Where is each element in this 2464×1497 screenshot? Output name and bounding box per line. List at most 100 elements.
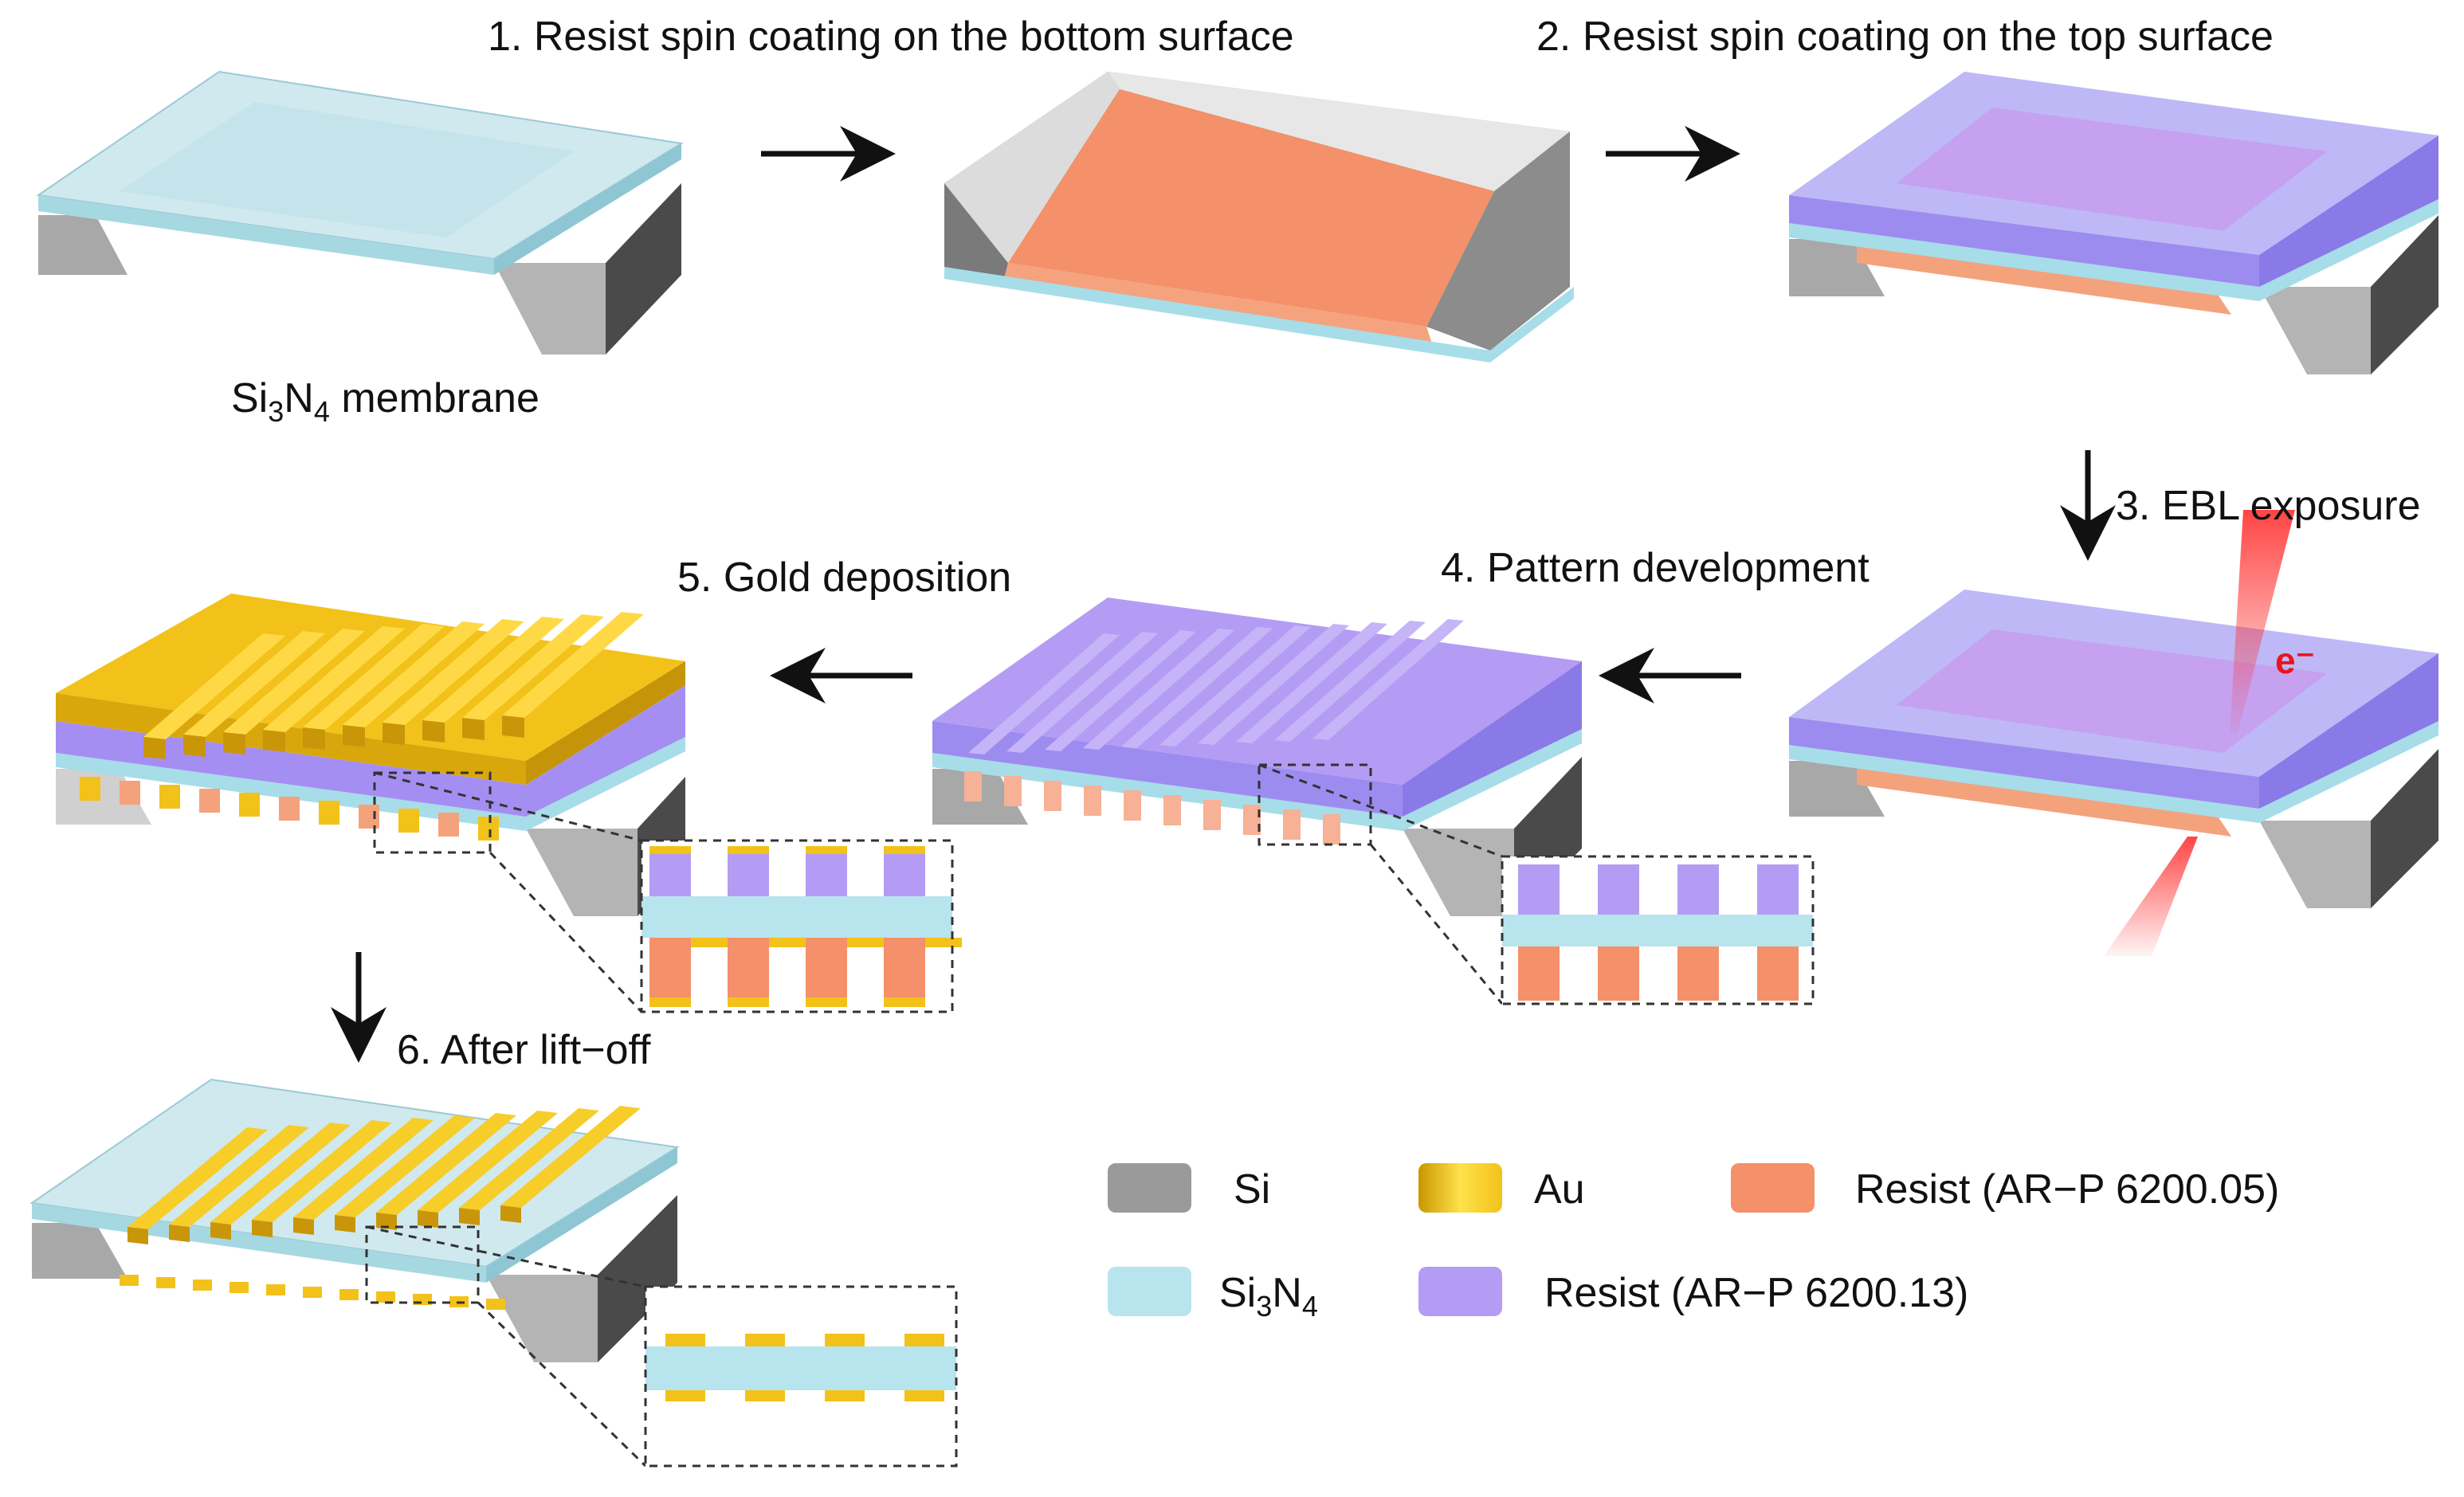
legend-swatch-resist05 <box>1731 1163 1815 1213</box>
gold-bottom-bar <box>199 789 220 813</box>
legend-label-si: Si <box>1234 1166 1270 1213</box>
step3-label: 3. EBL exposure <box>2116 483 2421 529</box>
resist-05-bottom <box>1008 89 1494 327</box>
gold-line-top <box>500 1106 641 1208</box>
gold-bottom-bar <box>359 805 379 829</box>
inset-resist05-block <box>884 938 925 997</box>
resist-trench <box>1121 627 1273 748</box>
step2-label: 2. Resist spin coating on the top surfac… <box>1536 14 2274 60</box>
gold-line-front <box>293 1217 314 1235</box>
inset-gold-cap-bottom <box>884 997 925 1007</box>
si-leg-right-side-3 <box>2371 749 2438 908</box>
resist-13-side <box>2259 135 2438 287</box>
gold-bar-top <box>143 633 285 739</box>
inset-resist05-block <box>1598 946 1639 1001</box>
inset-gold-bottom <box>691 938 728 947</box>
inset-gold-bottom <box>825 1390 865 1401</box>
gold-line-top <box>418 1111 558 1213</box>
stage-ebl: e⁻ <box>1789 510 2438 956</box>
inset-resist05-block <box>1677 946 1719 1001</box>
inset-resist05-block <box>728 938 769 997</box>
resist-05-bottom-strip <box>1323 814 1340 845</box>
gold-bar-top <box>303 624 445 730</box>
gold-bar-front <box>303 727 325 750</box>
resist-05-bottom-strip <box>1243 805 1261 835</box>
inset-gold-bottom <box>769 938 806 947</box>
inset-gold-top <box>825 1334 865 1346</box>
resist-trench <box>1083 629 1234 750</box>
gold-bar-front <box>223 732 245 754</box>
resist-13-layer-5 <box>56 685 685 817</box>
inset-gold-bottom <box>847 938 884 947</box>
inset-resist05-block <box>649 938 691 997</box>
resist-trench <box>1312 619 1464 740</box>
legend-label-resist05: Resist (AR−P 6200.05) <box>1855 1166 2279 1213</box>
si-frame-inner-left <box>944 72 1120 263</box>
si-leg-right-side-2 <box>2371 215 2438 374</box>
legend: Si Au Resist (AR−P 6200.05) Si3N4 Resist… <box>1108 1163 2279 1323</box>
legend-label-resist13: Resist (AR−P 6200.13) <box>1544 1270 1968 1316</box>
si-leg-left-6 <box>32 1223 128 1279</box>
gold-bottom-bar <box>80 777 100 801</box>
gold-bottom-bars <box>80 777 499 841</box>
si-leg-right <box>494 263 606 355</box>
gold-lines <box>128 1106 641 1244</box>
gold-line-top <box>459 1108 599 1210</box>
gold-bar-front <box>462 718 485 740</box>
gold-side <box>526 661 685 785</box>
si-leg-right-4 <box>1403 829 1514 916</box>
si-frame-front-left <box>944 183 1008 279</box>
inset-gold-cap <box>884 846 925 854</box>
resist-13-side-4 <box>1403 661 1582 817</box>
gold-line-front <box>252 1220 273 1237</box>
gold-bottom-bar <box>478 817 499 841</box>
si-frame-right <box>1426 131 1570 351</box>
legend-swatch-si3n4 <box>1108 1267 1191 1316</box>
legend-swatch-si <box>1108 1163 1191 1213</box>
legend-label-au: Au <box>1534 1166 1585 1213</box>
gold-line-front <box>335 1215 355 1232</box>
gold-bar-front <box>422 720 445 743</box>
gold-bottom-line <box>339 1289 359 1300</box>
gold-bar-front <box>343 725 365 747</box>
si3n4-window <box>120 102 574 237</box>
inset-resist13-block <box>1757 864 1799 915</box>
gold-line-front <box>169 1225 190 1242</box>
resist-trench <box>1198 624 1349 745</box>
stage-membrane <box>36 70 684 355</box>
gold-line-front <box>418 1210 438 1228</box>
resist-05-bottom-strip <box>1004 776 1022 806</box>
resist-trench <box>1045 630 1196 751</box>
gold-bottom-bar <box>279 797 300 821</box>
gold-bar-front <box>263 730 285 752</box>
step6-label: 6. After lift−off <box>397 1027 651 1073</box>
resist-05-bottom-strip <box>1124 790 1141 821</box>
resist-13-front <box>1789 195 2259 287</box>
gold-line-top <box>293 1118 434 1220</box>
gold-line-top <box>335 1115 475 1217</box>
si-leg-right-side-6 <box>598 1195 677 1362</box>
stage-liftoff <box>29 1078 680 1362</box>
gold-line-front <box>459 1208 480 1225</box>
inset-development <box>1258 763 1815 1005</box>
gold-bar-top <box>223 629 365 735</box>
inset-gold-bottom <box>745 1390 785 1401</box>
legend-swatch-au <box>1418 1163 1502 1213</box>
inset-resist13-block <box>728 852 769 896</box>
gold-line-top <box>210 1123 351 1225</box>
resist-05-bottom-strips <box>964 771 1340 845</box>
gold-bar-top <box>422 617 564 723</box>
inset-gold-cap-bottom <box>649 997 691 1007</box>
inset-gold-bottom <box>665 1390 705 1401</box>
gold-bottom-line <box>486 1299 505 1310</box>
stage-top-resist <box>1789 72 2438 374</box>
si3n4-front-edge <box>38 195 494 275</box>
resist-13-side-3 <box>2259 653 2438 809</box>
legend-label-si3n4: Si3N4 <box>1219 1270 1318 1323</box>
inset-gold-bottom <box>904 1390 944 1401</box>
gold-line-front <box>210 1222 231 1240</box>
inset-gold-top <box>904 1334 944 1346</box>
si3n4-layer-5 <box>56 737 685 831</box>
resist-05-bottom-strip <box>964 771 982 801</box>
gold-bar-top <box>183 631 325 737</box>
